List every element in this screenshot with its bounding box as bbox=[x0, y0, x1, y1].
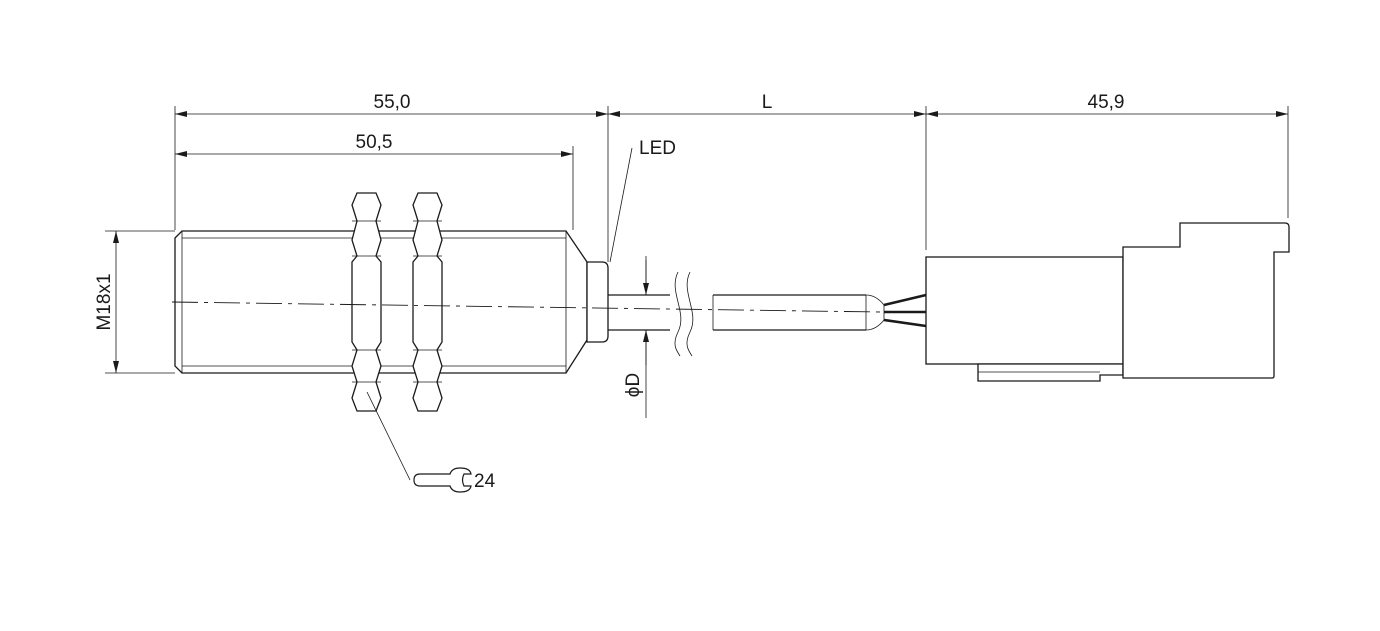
label-led: LED bbox=[639, 138, 676, 159]
label-thread-length: 50,5 bbox=[356, 132, 393, 153]
label-cable-diameter: ϕD bbox=[623, 373, 644, 397]
wrench-leader bbox=[366, 391, 411, 481]
hex-nut-left bbox=[351, 192, 382, 412]
wrench-icon bbox=[413, 467, 472, 493]
connector-housing bbox=[925, 222, 1290, 382]
cable bbox=[608, 294, 885, 331]
led-leader bbox=[609, 147, 633, 263]
wires bbox=[883, 293, 927, 328]
label-wrench-size: 24 bbox=[474, 471, 496, 492]
hex-nut-right bbox=[412, 192, 443, 412]
cable-break-mark bbox=[674, 271, 694, 357]
led-end-cap bbox=[586, 261, 609, 343]
label-cable-length: L bbox=[762, 92, 773, 113]
label-connector-length: 45,9 bbox=[1088, 92, 1125, 113]
label-overall-length: 55,0 bbox=[374, 92, 411, 113]
label-thread-size: M18x1 bbox=[94, 273, 115, 330]
center-axis bbox=[171, 301, 881, 313]
